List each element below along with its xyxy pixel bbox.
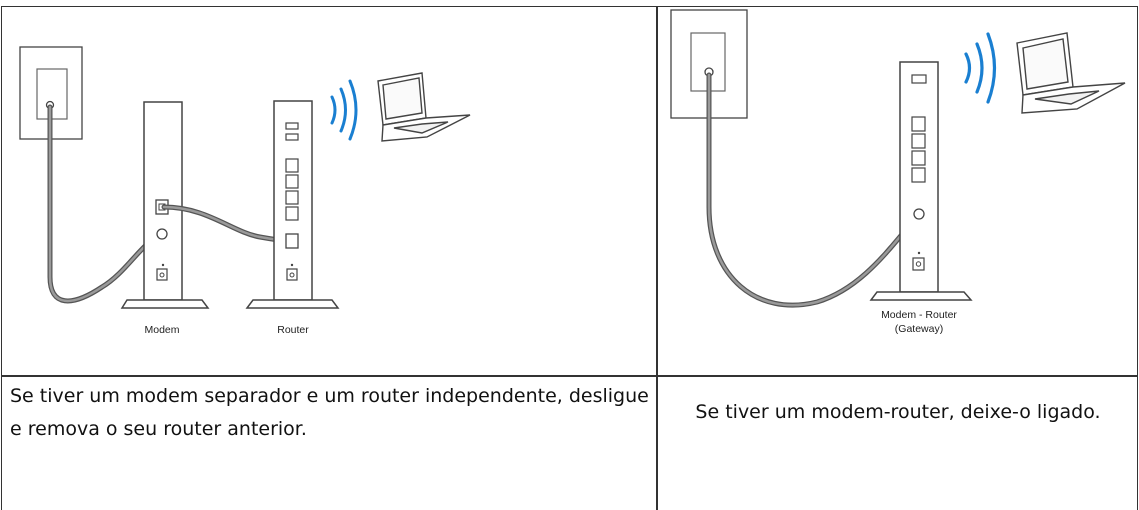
separate-router-caption: Se tiver um modem separador e um router … <box>10 385 649 440</box>
gateway-label-line1: Modem - Router <box>881 309 957 321</box>
laptop-icon <box>1016 32 1126 114</box>
modem-router-illustration-cell: Modem Router <box>1 6 658 377</box>
gateway-caption-cell: Se tiver um modem-router, deixe-o ligado… <box>656 375 1138 510</box>
modem-label: Modem <box>144 324 179 336</box>
gateway-icon <box>869 61 973 301</box>
gateway-caption: Se tiver um modem-router, deixe-o ligado… <box>695 401 1101 423</box>
gateway-illustration: Modem - Router (Gateway) <box>670 9 1126 335</box>
setup-table: Modem Router <box>0 6 1139 510</box>
router-icon <box>245 100 340 309</box>
gateway-label-line2: (Gateway) <box>895 323 943 335</box>
separate-router-caption-cell: Se tiver um modem separador e um router … <box>1 375 658 510</box>
wall-outlet-icon <box>670 9 748 119</box>
wifi-signal-icon <box>330 79 358 141</box>
router-label: Router <box>277 324 309 336</box>
modem-icon <box>120 101 210 309</box>
laptop-icon <box>377 72 471 142</box>
gateway-illustration-cell: Modem - Router (Gateway) <box>656 6 1138 377</box>
modem-router-illustration: Modem Router <box>19 46 471 336</box>
wifi-signal-icon <box>964 32 997 104</box>
